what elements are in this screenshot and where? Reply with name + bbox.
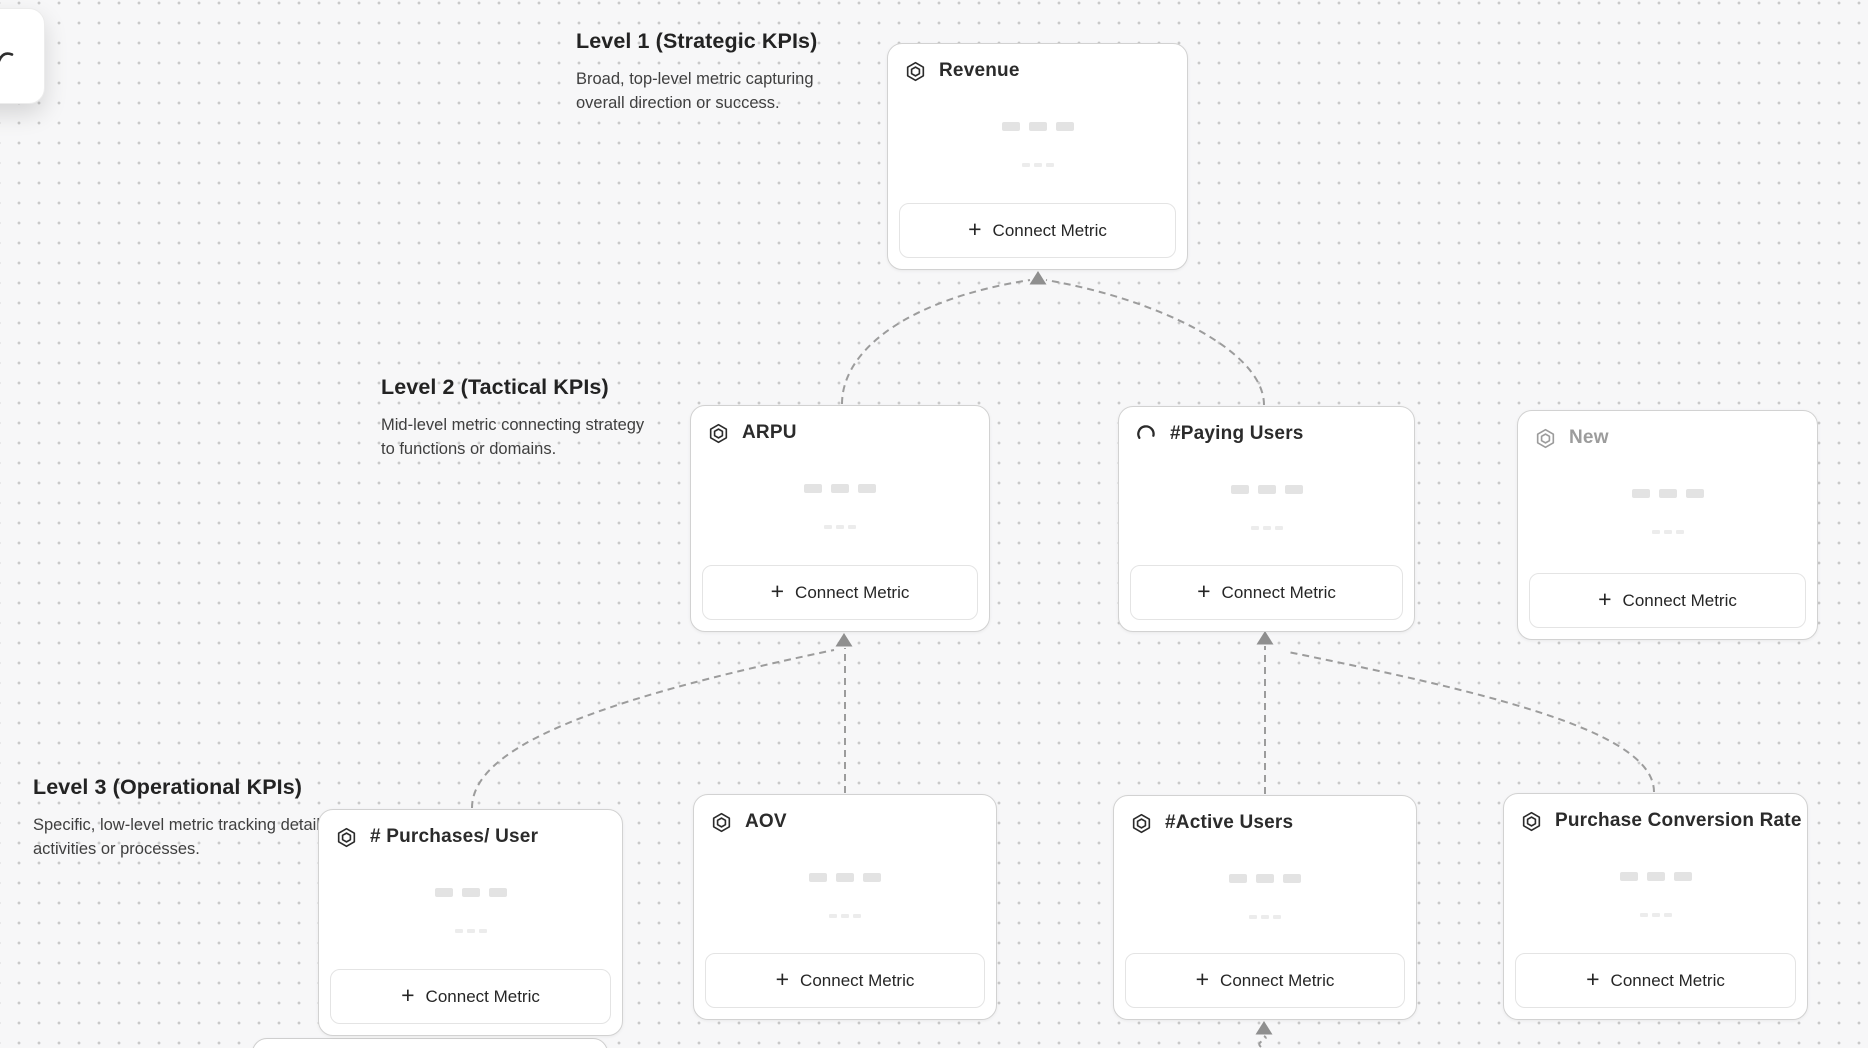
- plus-icon: +: [1598, 586, 1612, 612]
- metric-card-title: # Purchases/ User: [370, 826, 539, 847]
- metric-card-paying-users[interactable]: #Paying Users + Connect Metric: [1118, 406, 1415, 632]
- plus-icon: +: [1197, 578, 1211, 604]
- level-3-description: Specific, low-level metric tracking deta…: [33, 816, 339, 859]
- metric-card-purchases-per-user[interactable]: # Purchases/ User + Connect Metric: [318, 809, 623, 1036]
- metric-trend-skeleton: [1518, 530, 1817, 534]
- connect-metric-button[interactable]: + Connect Metric: [899, 203, 1176, 258]
- metric-card-title: ARPU: [742, 422, 797, 443]
- arrow-into-active-users: [1255, 1021, 1273, 1035]
- connect-metric-label: Connect Metric: [1221, 582, 1336, 602]
- metric-trend-skeleton: [691, 525, 989, 529]
- level-1-description: Broad, top-level metric capturing overal…: [576, 70, 814, 113]
- connect-metric-button[interactable]: + Connect Metric: [702, 565, 978, 620]
- metric-card-header: Purchase Conversion Rate: [1521, 810, 1802, 832]
- metric-card-active-users[interactable]: #Active Users + Connect Metric: [1113, 795, 1417, 1020]
- metric-card-header: New: [1535, 427, 1609, 449]
- metric-value-skeleton: [1518, 489, 1817, 498]
- connect-metric-button[interactable]: + Connect Metric: [1125, 953, 1405, 1008]
- metric-card-header: Revenue: [905, 60, 1020, 82]
- hexagon-metric-icon: [337, 827, 356, 847]
- metric-card-aov[interactable]: AOV + Connect Metric: [693, 794, 997, 1020]
- arrow-into-revenue: [1029, 271, 1047, 285]
- metric-card-title: New: [1569, 427, 1609, 448]
- metric-value-skeleton: [1114, 874, 1416, 883]
- metric-value-skeleton: [1119, 485, 1414, 494]
- connect-metric-label: Connect Metric: [1610, 970, 1725, 990]
- loading-spinner-icon: [1137, 424, 1155, 439]
- metric-trend-skeleton: [319, 929, 622, 933]
- hexagon-metric-icon: [709, 423, 728, 443]
- metric-value-skeleton: [694, 873, 996, 882]
- level-1-header: Level 1 (Strategic KPIs) Broad, top-leve…: [576, 29, 858, 116]
- metric-trend-skeleton: [1114, 915, 1416, 919]
- connect-metric-button[interactable]: + Connect Metric: [1515, 953, 1796, 1008]
- plus-icon: +: [775, 966, 790, 992]
- floating-toolbar[interactable]: [0, 8, 45, 104]
- hexagon-metric-icon: [1132, 813, 1151, 833]
- connect-metric-button[interactable]: + Connect Metric: [1130, 565, 1403, 620]
- level-2-description: Mid-level metric connecting strategy to …: [381, 416, 645, 459]
- metric-card-purchase-conversion-rate[interactable]: Purchase Conversion Rate + Connect Metri…: [1503, 793, 1808, 1020]
- edge-offscreen-to-active-users: [1258, 1035, 1267, 1048]
- metric-card-header: #Active Users: [1131, 812, 1293, 834]
- connect-metric-button[interactable]: + Connect Metric: [330, 969, 611, 1024]
- metric-value-skeleton: [1504, 872, 1807, 881]
- level-2-title: Level 2 (Tactical KPIs): [381, 375, 609, 399]
- connect-metric-button[interactable]: + Connect Metric: [1529, 573, 1806, 628]
- connect-metric-label: Connect Metric: [800, 970, 915, 990]
- hexagon-metric-icon: [1536, 428, 1555, 448]
- plus-icon: +: [1195, 966, 1210, 992]
- metric-card-new[interactable]: New + Connect Metric: [1517, 410, 1818, 640]
- edge-pcr-to-paying: [1287, 651, 1655, 793]
- level-3-header: Level 3 (Operational KPIs) Specific, low…: [33, 775, 353, 862]
- plus-icon: +: [1586, 966, 1600, 992]
- plus-icon: +: [401, 982, 415, 1008]
- metric-card-title: Revenue: [939, 60, 1020, 81]
- metric-card-header: ARPU: [708, 422, 797, 444]
- pointer-icon: [0, 52, 14, 62]
- connect-metric-label: Connect Metric: [795, 582, 910, 602]
- metric-card-header: AOV: [711, 811, 787, 833]
- hexagon-metric-icon: [906, 61, 925, 81]
- metric-card-arpu[interactable]: ARPU + Connect Metric: [690, 405, 990, 632]
- connect-metric-button[interactable]: + Connect Metric: [705, 953, 985, 1008]
- metric-card-title: AOV: [745, 811, 787, 832]
- plus-icon: +: [968, 216, 982, 242]
- plus-icon: +: [770, 578, 785, 604]
- metric-trend-skeleton: [1119, 526, 1414, 530]
- hexagon-metric-icon: [1522, 811, 1541, 831]
- level-3-title: Level 3 (Operational KPIs): [33, 775, 303, 799]
- connect-metric-label: Connect Metric: [1220, 970, 1335, 990]
- metric-card-header: # Purchases/ User: [336, 826, 538, 848]
- metric-value-skeleton: [319, 888, 622, 897]
- metric-card-title: Purchase Conversion Rate: [1555, 810, 1802, 831]
- arrow-into-paying-users: [1256, 631, 1274, 645]
- metric-trend-skeleton: [694, 914, 996, 918]
- metric-value-skeleton: [691, 484, 989, 493]
- metric-value-skeleton: [888, 122, 1187, 131]
- level-2-header: Level 2 (Tactical KPIs) Mid-level metric…: [381, 375, 645, 462]
- level-1-title: Level 1 (Strategic KPIs): [576, 29, 818, 53]
- metric-card-title: #Active Users: [1165, 812, 1294, 833]
- partial-metric-card[interactable]: [252, 1038, 608, 1048]
- connect-metric-label: Connect Metric: [1622, 590, 1737, 610]
- metric-card-header: #Paying Users: [1136, 423, 1304, 445]
- metric-trend-skeleton: [888, 163, 1187, 167]
- metric-card-revenue[interactable]: Revenue + Connect Metric: [887, 43, 1188, 270]
- metric-trend-skeleton: [1504, 913, 1807, 917]
- edge-purchases-to-arpu: [471, 649, 835, 809]
- connect-metric-label: Connect Metric: [425, 986, 540, 1006]
- metric-card-title: #Paying Users: [1170, 423, 1304, 444]
- hexagon-metric-icon: [712, 812, 731, 832]
- edge-arpu-to-revenue: [841, 279, 1031, 405]
- connect-metric-label: Connect Metric: [992, 220, 1107, 240]
- edge-paying-users-to-revenue: [1045, 279, 1265, 406]
- arrow-into-arpu: [835, 633, 853, 647]
